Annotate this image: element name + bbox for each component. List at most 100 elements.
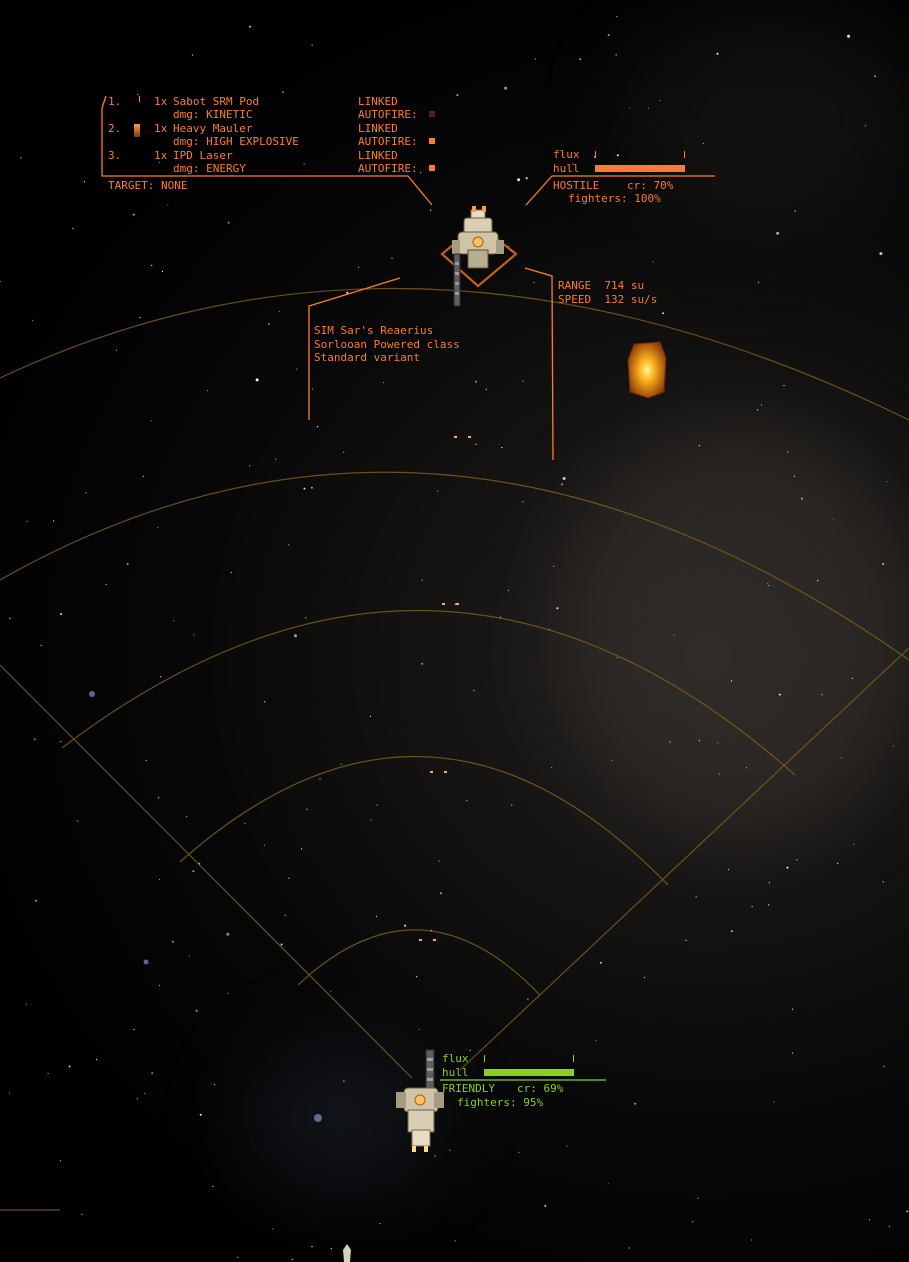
star [158,984,161,987]
star [454,1240,456,1242]
distant-star-glow [89,691,95,697]
star [449,1149,451,1151]
weapon-group-number: 3. [108,149,122,162]
star [369,715,372,718]
star [193,634,195,636]
star [616,16,618,18]
star [161,270,164,273]
star [841,757,843,759]
star [9,617,11,619]
star [533,282,535,284]
weapon-damage-type: dmg: KINETIC [173,108,253,121]
star [751,906,753,908]
autofire-toggle[interactable] [429,165,435,171]
autofire-toggle[interactable] [429,111,435,117]
star [551,767,553,769]
friendly-flux-tick [573,1055,574,1062]
star [263,844,266,846]
hostile-fighters: fighters: 100% [568,192,661,205]
weapon-damage-type: dmg: ENERGY [173,162,246,175]
star [370,819,372,821]
star [330,1247,332,1250]
star [791,1052,794,1054]
star [527,998,529,1000]
star [33,738,36,741]
star [776,231,780,235]
star [226,932,230,936]
star [501,446,503,449]
star [227,221,230,224]
star [212,1185,214,1187]
friendly-flux-bar [484,1055,574,1062]
star [150,420,152,422]
weapon-group-number: 1. [108,95,122,108]
star [437,490,439,492]
star [697,1197,699,1199]
friendly-ship[interactable] [390,1048,450,1154]
star [77,820,79,822]
star [662,312,665,315]
star [255,378,259,382]
star [171,940,174,943]
star [475,443,477,445]
star [767,583,769,585]
hostile-hull-tick [684,165,685,172]
friendly-hull-label: hull [442,1066,469,1079]
weapon-count: 1x [154,149,168,162]
star [888,1225,890,1227]
distant-star-glow [143,959,149,965]
target-range: RANGE 714 su [558,279,645,292]
weapon-autofire-label: AUTOFIRE: [358,162,418,175]
star [553,565,555,568]
autofire-toggle[interactable] [429,138,435,144]
hostile-flux-label: flux [553,148,580,161]
star [438,860,440,862]
missile-pod-icon [139,96,141,102]
star [25,1003,27,1006]
weapon-group-number: 2. [108,122,122,135]
star [158,161,160,164]
weapon-autofire-label: AUTOFIRE: [358,108,418,121]
star [234,130,236,132]
star [40,644,42,646]
star [115,349,118,351]
star [249,25,252,28]
star [485,388,487,390]
star [133,1028,135,1031]
star [268,323,270,325]
star [420,172,422,174]
star [188,955,190,957]
nebula-cloud [560,420,909,840]
hostile-hull-bar [595,165,685,172]
hostile-flux-tick [684,151,685,158]
star [652,261,654,263]
star [615,54,617,56]
star [303,163,305,165]
star [278,311,280,313]
distant-star-glow [314,1114,322,1122]
star [511,804,513,806]
star [132,213,135,216]
star [137,94,139,96]
star [142,475,144,477]
star [892,745,895,747]
star [702,142,704,144]
friendly-hull-tick [573,1069,574,1076]
hostile-ship[interactable] [446,206,510,312]
star [136,1098,138,1100]
star [60,740,62,743]
star [60,613,63,615]
star [264,701,266,703]
star [139,317,141,319]
star [644,976,646,979]
laser-turret-icon [134,150,140,156]
friendly-flux-tick [484,1055,485,1062]
star [475,380,477,383]
star [421,662,424,665]
star [594,156,596,158]
star [158,797,160,799]
star [572,163,574,165]
star [398,360,400,362]
star [607,34,610,37]
